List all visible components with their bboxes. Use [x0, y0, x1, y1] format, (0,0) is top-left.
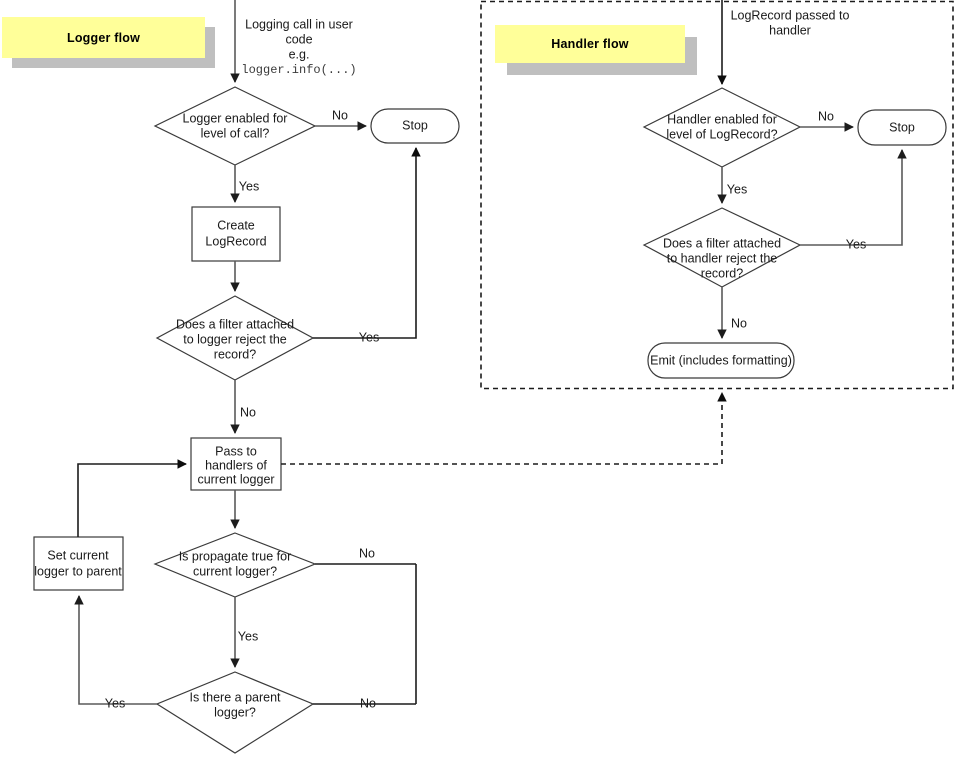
node-pass-to-handlers [190, 437, 282, 491]
logger-entry-caption-line2: code [285, 32, 312, 46]
edge-pass-to-handler-flow [281, 392, 727, 465]
handler-entry-caption-line2: handler [769, 23, 811, 37]
handler-flow-container [480, 0, 954, 390]
edge-label-logger-enabled-no: No [332, 108, 348, 122]
node-handler-filter-line3: record? [701, 266, 743, 280]
node-create-logrecord-line1: Create [217, 218, 255, 232]
node-is-propagate-line1: Is propagate true for [179, 549, 292, 563]
edge-label-handler-filter-no: No [731, 316, 747, 330]
edge-label-logger-filter-no: No [240, 405, 256, 419]
node-pass-to-handlers-line3: current logger [197, 472, 274, 486]
edge-label-handler-enabled-yes: Yes [727, 182, 747, 196]
node-has-parent [155, 671, 315, 754]
logger-entry-caption-code: logger.info(...) [241, 63, 356, 77]
node-pass-to-handlers-line2: handlers of [205, 458, 267, 472]
node-emit [647, 342, 795, 379]
edge-set-parent-to-pass [77, 459, 187, 537]
node-stop-logger-label: Stop [402, 118, 428, 132]
node-handler-enabled-line2: level of LogRecord? [666, 127, 777, 141]
node-is-propagate-line2: current logger? [193, 564, 277, 578]
edge-label-logger-filter-yes: Yes [359, 330, 379, 344]
node-set-parent-line2: logger to parent [34, 564, 122, 578]
handler-flow-banner-label: Handler flow [551, 37, 629, 51]
node-has-parent-line2: logger? [214, 705, 256, 719]
edge-parent-yes [74, 595, 157, 705]
edge-label-parent-no: No [360, 696, 376, 710]
node-handler-enabled-line1: Handler enabled for [667, 112, 777, 126]
logger-flow-banner-label: Logger flow [66, 30, 141, 45]
node-logger-enabled-line1: Logger enabled for [183, 111, 288, 125]
handler-flow-banner: Handler flow [495, 25, 685, 63]
node-create-logrecord [191, 206, 281, 262]
node-stop-handler [857, 109, 947, 146]
node-has-parent-line1: Is there a parent [189, 690, 281, 704]
node-set-parent-line1: Set current [47, 548, 109, 562]
node-pass-to-handlers-line1: Pass to [215, 444, 257, 458]
node-logger-filter-line2: to logger reject the [183, 332, 287, 346]
logger-entry-caption-line1: Logging call in user [245, 17, 353, 31]
node-logger-enabled-line2: level of call? [201, 126, 270, 140]
node-stop-logger [370, 108, 460, 144]
node-handler-filter-line1: Does a filter attached [663, 236, 781, 250]
edge-label-propagate-no: No [359, 546, 375, 560]
node-logger-filter-line1: Does a filter attached [176, 317, 294, 331]
edge-label-parent-yes: Yes [105, 696, 125, 710]
edge-label-logger-enabled-yes: Yes [239, 179, 259, 193]
node-emit-label: Emit (includes formatting) [650, 353, 792, 367]
edge-label-handler-filter-yes: Yes [846, 237, 866, 251]
edge-logger-filter-yes [313, 147, 421, 339]
node-create-logrecord-line2: LogRecord [205, 234, 266, 248]
edge-label-handler-enabled-no: No [818, 109, 834, 123]
node-logger-filter-line3: record? [214, 347, 256, 361]
logger-entry-caption-line3: e.g. [289, 47, 310, 61]
node-handler-filter-line2: to handler reject the [667, 251, 778, 265]
handler-entry-caption-line1: LogRecord passed to [731, 8, 850, 22]
logger-flow-banner: Logger flow [2, 17, 205, 58]
edge-handler-filter-yes [800, 149, 907, 246]
node-stop-handler-label: Stop [889, 120, 915, 134]
node-set-parent [33, 536, 124, 591]
edge-label-propagate-yes: Yes [238, 629, 258, 643]
